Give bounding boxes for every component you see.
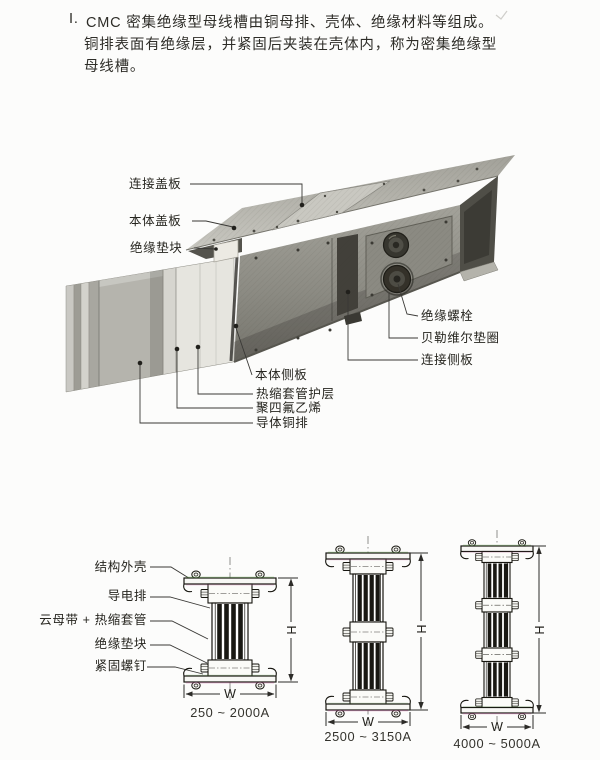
label-body-cover-plate: 本体盖板 — [129, 214, 182, 228]
label-insulation-spacer-photo: 绝缘垫块 — [130, 241, 183, 255]
dim-label-h-3: H — [532, 625, 546, 635]
busway-photo-illustration — [65, 155, 515, 393]
dimension-lines-2 — [325, 552, 428, 726]
label-ptfe: 聚四氟乙烯 — [256, 401, 322, 415]
label-body-side-plate: 本体侧板 — [255, 368, 308, 382]
dim-label-h-2: H — [414, 624, 428, 634]
intro-line-1: CMC 密集绝缘型母线槽由铜母排、壳体、绝缘材料等组成。 — [86, 15, 494, 31]
section-numeral: I. — [69, 11, 79, 27]
current-rating-2: 2500 ~ 3150A — [324, 729, 412, 744]
intro-line-3: 母线槽。 — [84, 59, 146, 75]
current-rating-3: 4000 ~ 5000A — [453, 736, 541, 751]
dim-label-w-1: W — [224, 687, 236, 701]
photo-conductor-stack — [65, 257, 235, 393]
label-belleville-washer: 贝勒维尔垫圈 — [421, 331, 500, 345]
label-connection-cover-plate: 连接盖板 — [129, 177, 182, 191]
intro-line-2: 铜排表面有绝缘层，并紧固后夹装在壳体内，称为密集绝缘型 — [84, 37, 498, 53]
dim-label-w-2: W — [362, 715, 374, 729]
label-structural-shell: 结构外壳 — [94, 560, 147, 574]
label-connection-side-plate: 连接侧板 — [421, 353, 474, 367]
label-insulation-bolt: 绝缘螺栓 — [421, 309, 474, 323]
label-mica-tape-heat-shrink-sleeve: 云母带 + 热缩套管 — [39, 613, 147, 627]
label-insulation-spacer-section: 绝缘垫块 — [94, 637, 147, 651]
dim-label-h-1: H — [284, 625, 298, 635]
dimension-lines-1 — [183, 577, 298, 698]
cross-section-diagram-1 — [183, 557, 298, 700]
dimension-lines-3 — [460, 545, 546, 730]
leader-lines — [137, 183, 419, 675]
cross-section-diagram-2 — [325, 536, 428, 726]
label-conductor-bar: 导电排 — [107, 589, 147, 603]
cross-section-diagram-3 — [460, 530, 546, 731]
scan-artifact — [495, 10, 508, 20]
dim-label-w-3: W — [491, 720, 503, 734]
current-rating-1: 250 ~ 2000A — [190, 705, 270, 720]
label-conductor-copper-bar: 导体铜排 — [256, 416, 309, 430]
label-fastening-screw: 紧固螺钉 — [94, 659, 147, 673]
label-heat-shrink-sleeve-layer: 热缩套管护层 — [256, 387, 335, 401]
